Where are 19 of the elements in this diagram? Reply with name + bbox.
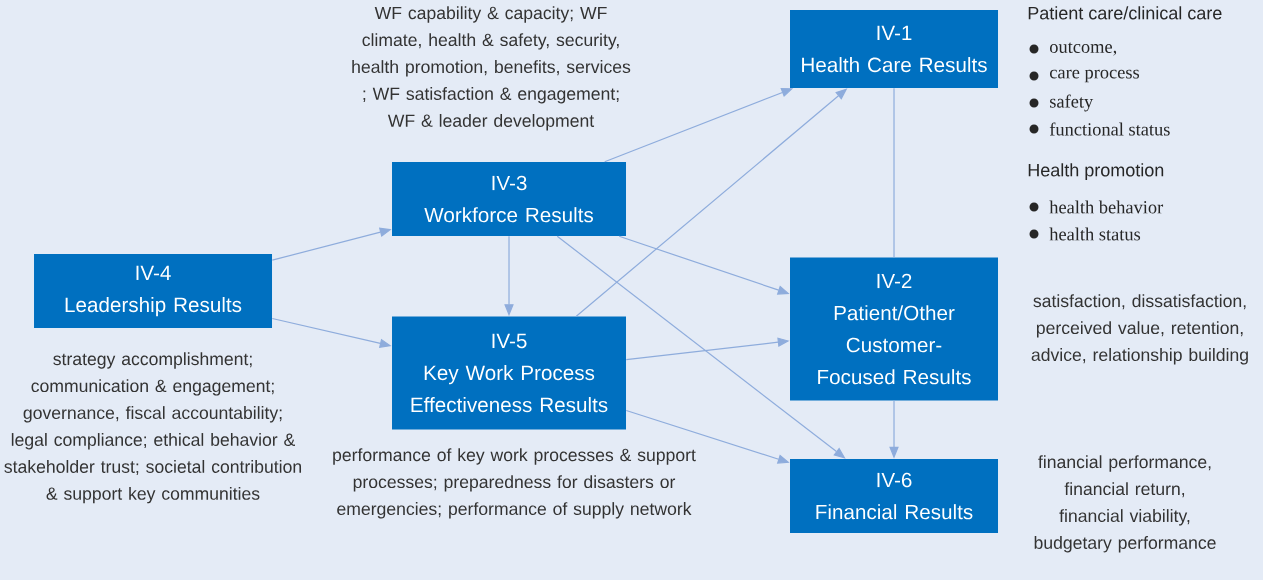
description-text: performance of key work processes & support processes; preparedness for disasters or emergencies; performance of supply network — [333, 448, 696, 519]
result-box: IV-5 Key Work Process Effectiveness Results — [392, 316, 626, 430]
description-text: strategy accomplishment; communication & engagement; governance, fiscal accountability; legal compliance; ethical behavior & stakeholder trust; societal contribution & support key communities — [4, 352, 301, 504]
bullet-item: health status — [1029, 227, 1141, 241]
result-box: IV-4 Leadership Results — [34, 254, 272, 328]
bullet-item: safety — [1029, 94, 1094, 112]
result-box: IV-3 Workforce Results — [392, 162, 626, 236]
heading-text: Health promotion — [1028, 163, 1164, 181]
description-text: financial performance, financial return, financial viability, budgetary performance — [1034, 455, 1216, 553]
bullet-item: functional status — [1029, 122, 1170, 136]
result-box: IV-6 Financial Results — [790, 459, 998, 533]
result-box: IV-1 Health Care Results — [790, 10, 998, 88]
bullet-item: health behavior — [1029, 200, 1164, 214]
bullet-item: care process — [1029, 69, 1140, 83]
description-text: WF capability & capacity; WF climate, health & safety, security, health promotion, benefits, services ; WF satisfaction & engagement; WF & leader development — [352, 6, 631, 131]
result-box: IV-2 Patient/Other Customer-Focused Results — [790, 257, 998, 401]
bullet-item: outcome, — [1029, 42, 1117, 56]
heading-text: Patient care/clinical care — [1028, 6, 1222, 20]
description-text: satisfaction, dissatisfaction, perceived value, retention, advice, relationship building — [1031, 294, 1248, 365]
